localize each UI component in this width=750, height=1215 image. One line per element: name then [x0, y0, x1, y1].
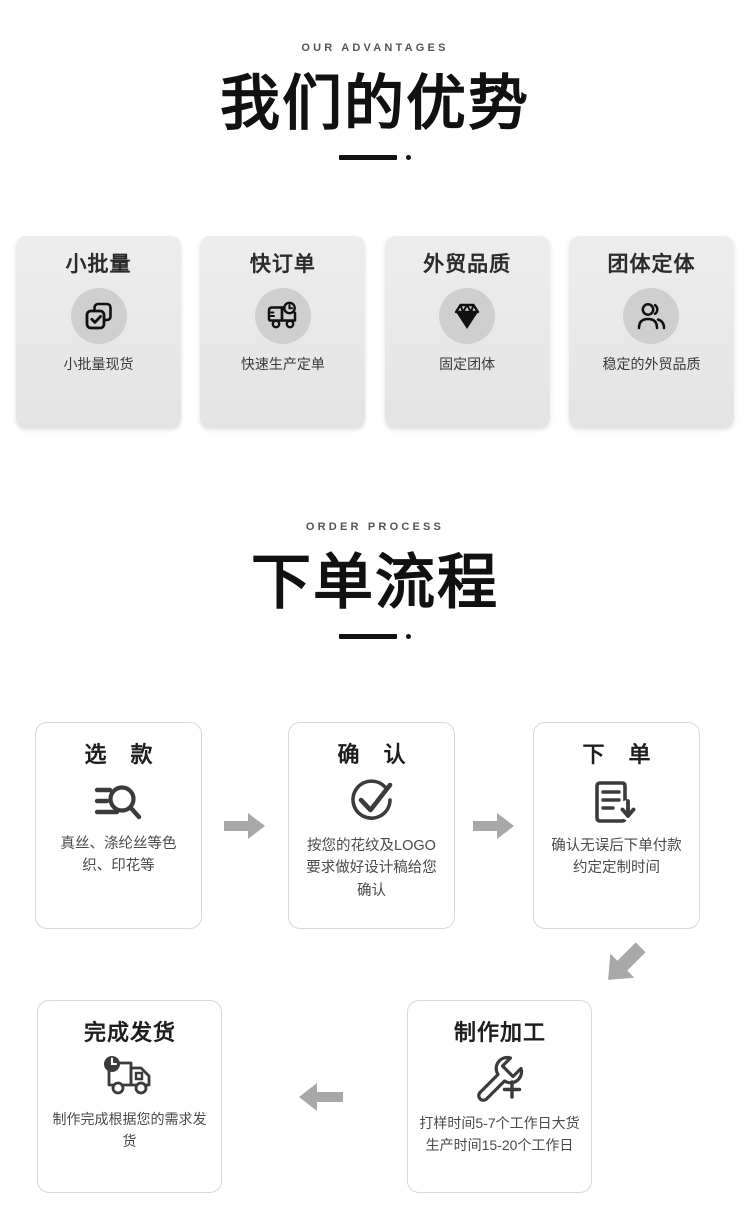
- stacked-squares-check-icon: [70, 288, 127, 344]
- advantage-card-small-batch[interactable]: 小批量 小批量现货: [16, 236, 181, 428]
- advantages-headline: 我们的优势: [220, 70, 530, 137]
- truck-clock-icon: [97, 1055, 163, 1101]
- process-step-title: 选 款: [84, 742, 162, 767]
- process-divider: [0, 634, 750, 639]
- process-step-title: 完成发货: [83, 1020, 176, 1045]
- advantage-card-fast-order[interactable]: 快订单 快速生产定单: [200, 236, 366, 428]
- process-step-desc: 制作完成根据您的需求发货: [52, 1111, 207, 1149]
- advantage-desc: 固定团体: [439, 356, 496, 372]
- divider-bar: [339, 155, 397, 160]
- advantage-title: 小批量: [65, 253, 132, 276]
- advantage-card-group-custom[interactable]: 团体定体 稳定的外贸品质: [568, 236, 734, 428]
- advantage-title: 快订单: [249, 253, 316, 276]
- advantage-title: 外贸品质: [423, 253, 512, 276]
- advantages-divider: [0, 155, 750, 160]
- advantage-title: 团体定体: [607, 253, 696, 276]
- arrow-down-left-icon: [592, 936, 654, 999]
- process-step-desc: 按您的花纹及LOGO要求做好设计稿给您确认: [306, 838, 437, 899]
- arrow-right-2-icon: [455, 809, 533, 843]
- advantages-eyebrow: OUR ADVANTAGES: [301, 42, 449, 54]
- diamond-icon: [439, 288, 496, 344]
- truck-clock-icon: [254, 288, 311, 344]
- document-download-icon: [591, 777, 643, 827]
- advantages-card-row: 小批量 小批量现货 快订单: [16, 236, 734, 428]
- process-eyebrow: ORDER PROCESS: [305, 521, 445, 533]
- process-headline: 下单流程: [251, 549, 499, 616]
- advantages-header: OUR ADVANTAGES 我们的优势: [0, 42, 750, 160]
- two-people-icon: [623, 288, 680, 344]
- advantage-desc: 稳定的外贸品质: [602, 356, 701, 372]
- arrow-right-1-icon: [202, 809, 288, 843]
- arrow-left-icon: [222, 1079, 407, 1115]
- process-row-top: 选 款 真丝、涤纶丝等色织、印花等 确 认: [0, 722, 750, 929]
- divider-bar: [339, 634, 397, 639]
- divider-dot: [406, 155, 411, 160]
- advantage-card-trade-quality[interactable]: 外贸品质 固定团体: [384, 236, 550, 428]
- process-row-bottom: 完成发货 制作完成根据您的需求发货 制作加工: [0, 1000, 750, 1193]
- process-step-confirm[interactable]: 确 认 按您的花纹及LOGO要求做好设计稿给您确认: [288, 722, 455, 929]
- process-step-desc: 真丝、涤纶丝等色织、印花等: [60, 836, 177, 875]
- process-step-select-style[interactable]: 选 款 真丝、涤纶丝等色织、印花等: [35, 722, 202, 929]
- check-circle-icon: [345, 777, 399, 827]
- process-header: ORDER PROCESS 下单流程: [0, 521, 750, 639]
- process-step-production[interactable]: 制作加工 打样时间5-7个工作日大货生产时间15-20个工作日: [407, 1000, 592, 1193]
- process-step-title: 制作加工: [453, 1020, 546, 1045]
- divider-dot: [406, 634, 411, 639]
- process-step-shipping[interactable]: 完成发货 制作完成根据您的需求发货: [37, 1000, 222, 1193]
- advantage-desc: 快速生产定单: [240, 356, 325, 372]
- process-step-desc: 打样时间5-7个工作日大货生产时间15-20个工作日: [419, 1115, 580, 1153]
- process-step-title: 确 认: [337, 742, 415, 767]
- wrench-plus-icon: [472, 1055, 528, 1105]
- search-list-icon: [91, 777, 147, 825]
- advantage-desc: 小批量现货: [63, 356, 134, 372]
- process-step-desc: 确认无误后下单付款约定定制时间: [551, 838, 682, 877]
- process-step-title: 下 单: [582, 742, 660, 767]
- process-step-place-order[interactable]: 下 单 确认无误后下单付款约定定制时间: [533, 722, 700, 929]
